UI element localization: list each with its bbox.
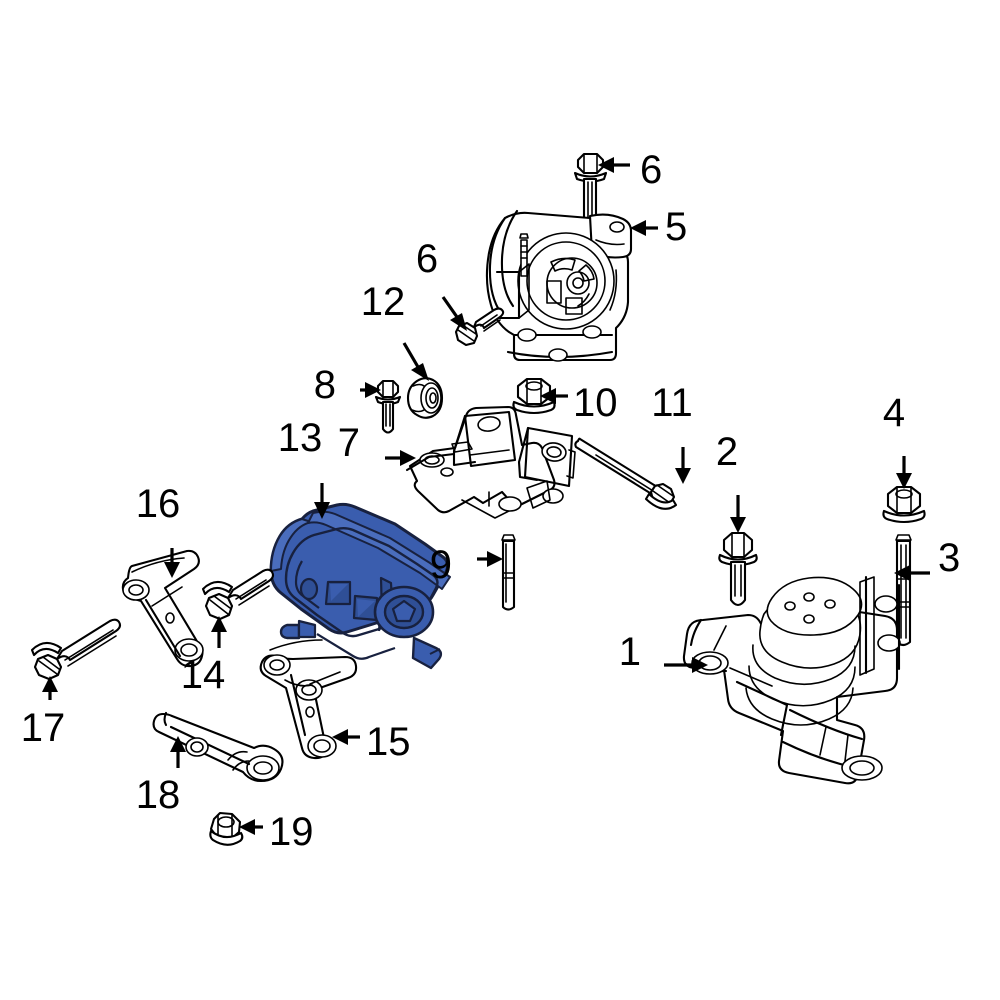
- part-6-hex-flange-bolt-angled: [454, 307, 505, 347]
- callout-label-17: 17: [20, 706, 66, 750]
- callout-label-7: 7: [337, 421, 360, 465]
- part-19-hex-flange-lock-nut: [209, 811, 244, 846]
- leader-14: [211, 616, 227, 648]
- part-16-roll-restrictor-bracket: [121, 549, 204, 668]
- callout-label-19: 19: [269, 810, 314, 854]
- part-4-flange-nut: [882, 485, 926, 524]
- callout-label-6: 6: [640, 148, 663, 192]
- part-17-long-hex-bolt: [30, 618, 122, 681]
- callout-label-2: 2: [715, 430, 739, 474]
- leader-13: [314, 483, 330, 519]
- leader-15: [332, 729, 360, 745]
- callout-label-1: 1: [618, 630, 641, 674]
- leader-7: [385, 450, 416, 466]
- leader-6-second: [441, 296, 467, 331]
- part-15-engine-support-bracket: [259, 639, 358, 760]
- part-7-engine-mount-bracket: [405, 405, 576, 519]
- callout-label-14: 14: [180, 653, 226, 697]
- leader-19: [239, 819, 263, 835]
- callout-label-16: 16: [135, 482, 181, 526]
- leader-16: [164, 548, 180, 578]
- leader-17: [42, 676, 58, 700]
- leader-9: [477, 551, 503, 567]
- part-1-engine-mount-assembly: [682, 575, 901, 785]
- part-8-hex-flange-bolt-short: [374, 379, 402, 434]
- callout-label-15: 15: [366, 720, 411, 764]
- leader-2: [730, 495, 746, 533]
- callout-label-12: 12: [360, 280, 406, 324]
- leader-11: [675, 447, 691, 484]
- part-2-flange-bolt: [718, 531, 758, 607]
- part-13-transmission-mount-bracket-highlighted: [269, 502, 451, 670]
- callout-label-11: 11: [651, 381, 693, 425]
- callout-label-10: 10: [573, 381, 618, 425]
- part-18-torque-strut-rod: [152, 711, 284, 783]
- callout-label-5: 5: [665, 205, 688, 249]
- leader-8: [360, 382, 381, 398]
- leader-10: [540, 388, 568, 404]
- callout-label-18: 18: [135, 773, 181, 817]
- callout-label-9: 9: [429, 543, 452, 587]
- part-12-rubber-bushing: [406, 377, 444, 419]
- leader-18: [170, 736, 186, 768]
- callout-label-8: 8: [313, 363, 336, 407]
- callout-label-3: 3: [938, 536, 961, 580]
- leader-4: [896, 456, 912, 489]
- leader-12: [402, 342, 429, 381]
- callout-label-6b: 6: [415, 237, 439, 281]
- leader-5: [630, 220, 658, 236]
- part-9-dowel-pin: [501, 534, 516, 611]
- callout-label-13: 13: [277, 416, 323, 460]
- leader-1: [664, 657, 708, 673]
- part-5-transmission-mount-assembly: [485, 209, 633, 362]
- leader-3: [894, 565, 930, 581]
- part-14-hex-flange-bolt-medium: [201, 568, 275, 621]
- callout-label-4: 4: [882, 391, 906, 435]
- part-11-long-flange-bolt: [574, 437, 678, 510]
- leader-6-top: [598, 157, 630, 173]
